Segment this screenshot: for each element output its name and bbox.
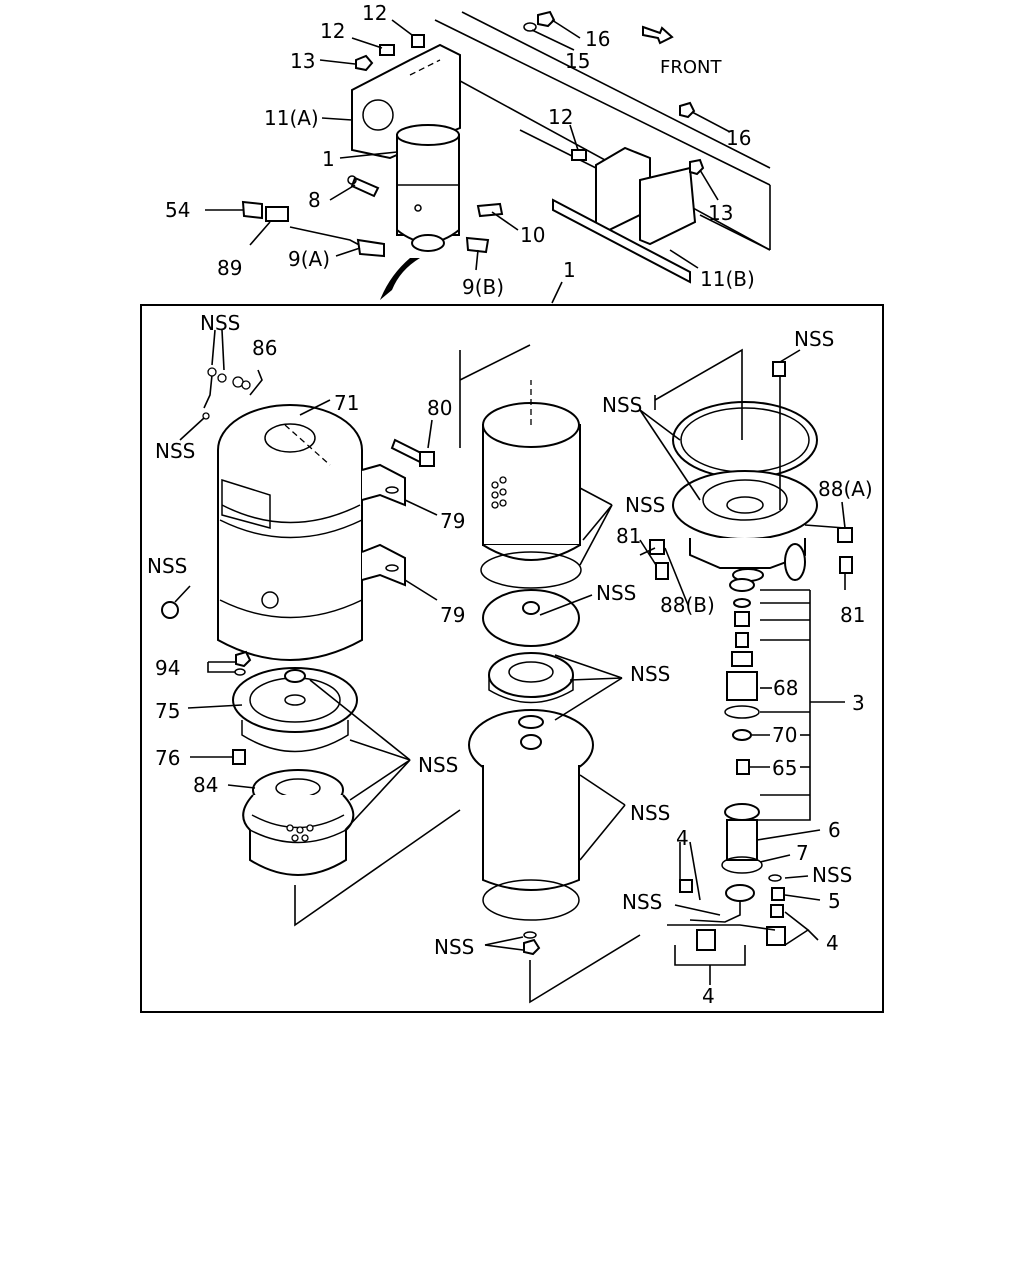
bolt-80 [390, 438, 435, 467]
label-11a: 11(A) [264, 106, 319, 130]
label-89: 89 [217, 256, 242, 280]
label-80: 80 [427, 396, 452, 420]
label-86: 86 [252, 336, 277, 360]
front-arrow-icon [642, 25, 674, 45]
label-16b: 16 [726, 126, 751, 150]
screws-94 [234, 650, 252, 676]
pipe-89 [289, 226, 366, 249]
label-4b: 4 [826, 931, 839, 955]
label-8: 8 [308, 188, 321, 212]
label-10: 10 [520, 223, 545, 247]
fitting-8 [347, 175, 380, 198]
label-9a: 9(A) [288, 247, 330, 271]
label-54: 54 [165, 198, 190, 222]
label-70: 70 [772, 723, 797, 747]
fitting-9b [465, 236, 490, 254]
label-75: 75 [155, 699, 180, 723]
silencer-84 [242, 769, 355, 876]
wire-86 [202, 367, 251, 420]
label-79b: 79 [440, 603, 465, 627]
label-65: 65 [772, 756, 797, 780]
label-88a: 88(A) [818, 477, 873, 501]
label-nss-8: NSS [630, 801, 670, 825]
label-nss-10: NSS [602, 393, 642, 417]
label-5: 5 [828, 889, 841, 913]
label-nss-13: NSS [622, 890, 662, 914]
label-nss-3: NSS [147, 554, 187, 578]
label-4c: 4 [702, 984, 715, 1008]
detail-frame [140, 304, 884, 1013]
label-1-top: 1 [322, 147, 335, 171]
label-81b: 81 [840, 603, 865, 627]
gasket-nss [672, 401, 818, 479]
label-1-callout: 1 [563, 258, 576, 282]
label-84: 84 [193, 773, 218, 797]
label-nss-5: NSS [625, 493, 665, 517]
elbow-54 [241, 200, 289, 222]
brackets-79 [361, 463, 406, 587]
label-12a: 12 [320, 19, 345, 43]
label-79a: 79 [440, 509, 465, 533]
label-nss-1: NSS [200, 311, 240, 335]
label-nss-12: NSS [812, 863, 852, 887]
plate-nss [482, 589, 580, 647]
label-94: 94 [155, 656, 180, 680]
label-6: 6 [828, 818, 841, 842]
label-12c: 12 [548, 105, 573, 129]
bolts-81 [655, 556, 853, 580]
label-76: 76 [155, 746, 180, 770]
label-88b: 88(B) [660, 593, 715, 617]
label-3: 3 [852, 691, 865, 715]
fitting-9a [356, 238, 385, 258]
nut-bottom-nss [523, 931, 541, 956]
label-15: 15 [565, 49, 590, 73]
detail-pointer-arrow [380, 258, 420, 300]
label-16a: 16 [585, 27, 610, 51]
cartridge [480, 380, 582, 589]
detail-leaders [174, 329, 846, 1004]
lower-shell [468, 709, 594, 921]
label-nss-7: NSS [630, 662, 670, 686]
dryer-cylinder [396, 124, 460, 252]
fittings-4-5-7 [667, 874, 786, 951]
cover-75 [232, 667, 358, 753]
label-71: 71 [334, 391, 359, 415]
label-81a: 81 [616, 524, 641, 548]
top-leaders [205, 19, 731, 304]
label-9b: 9(B) [462, 275, 504, 299]
seal-ring [488, 652, 574, 704]
housing-71 [217, 404, 363, 661]
label-11b: 11(B) [700, 267, 755, 291]
label-nss-2: NSS [155, 439, 195, 463]
top-cover [672, 470, 818, 582]
valve-stack [721, 578, 763, 874]
label-68: 68 [773, 676, 798, 700]
label-12b: 12 [362, 1, 387, 25]
label-13a: 13 [290, 49, 315, 73]
label-4a: 4 [676, 826, 689, 850]
label-nss-9: NSS [434, 935, 474, 959]
plug-nss-left [161, 601, 179, 619]
screw-nss-top [772, 361, 786, 377]
label-13b: 13 [708, 201, 733, 225]
top-fasteners [355, 10, 705, 176]
bracket-11b [552, 146, 697, 284]
bolt-10 [476, 202, 504, 218]
bolt-76 [232, 749, 246, 765]
front-label: FRONT [660, 57, 722, 78]
label-nss-4: NSS [418, 753, 458, 777]
label-nss-11: NSS [794, 327, 834, 351]
label-7: 7 [796, 841, 809, 865]
label-nss-6: NSS [596, 581, 636, 605]
